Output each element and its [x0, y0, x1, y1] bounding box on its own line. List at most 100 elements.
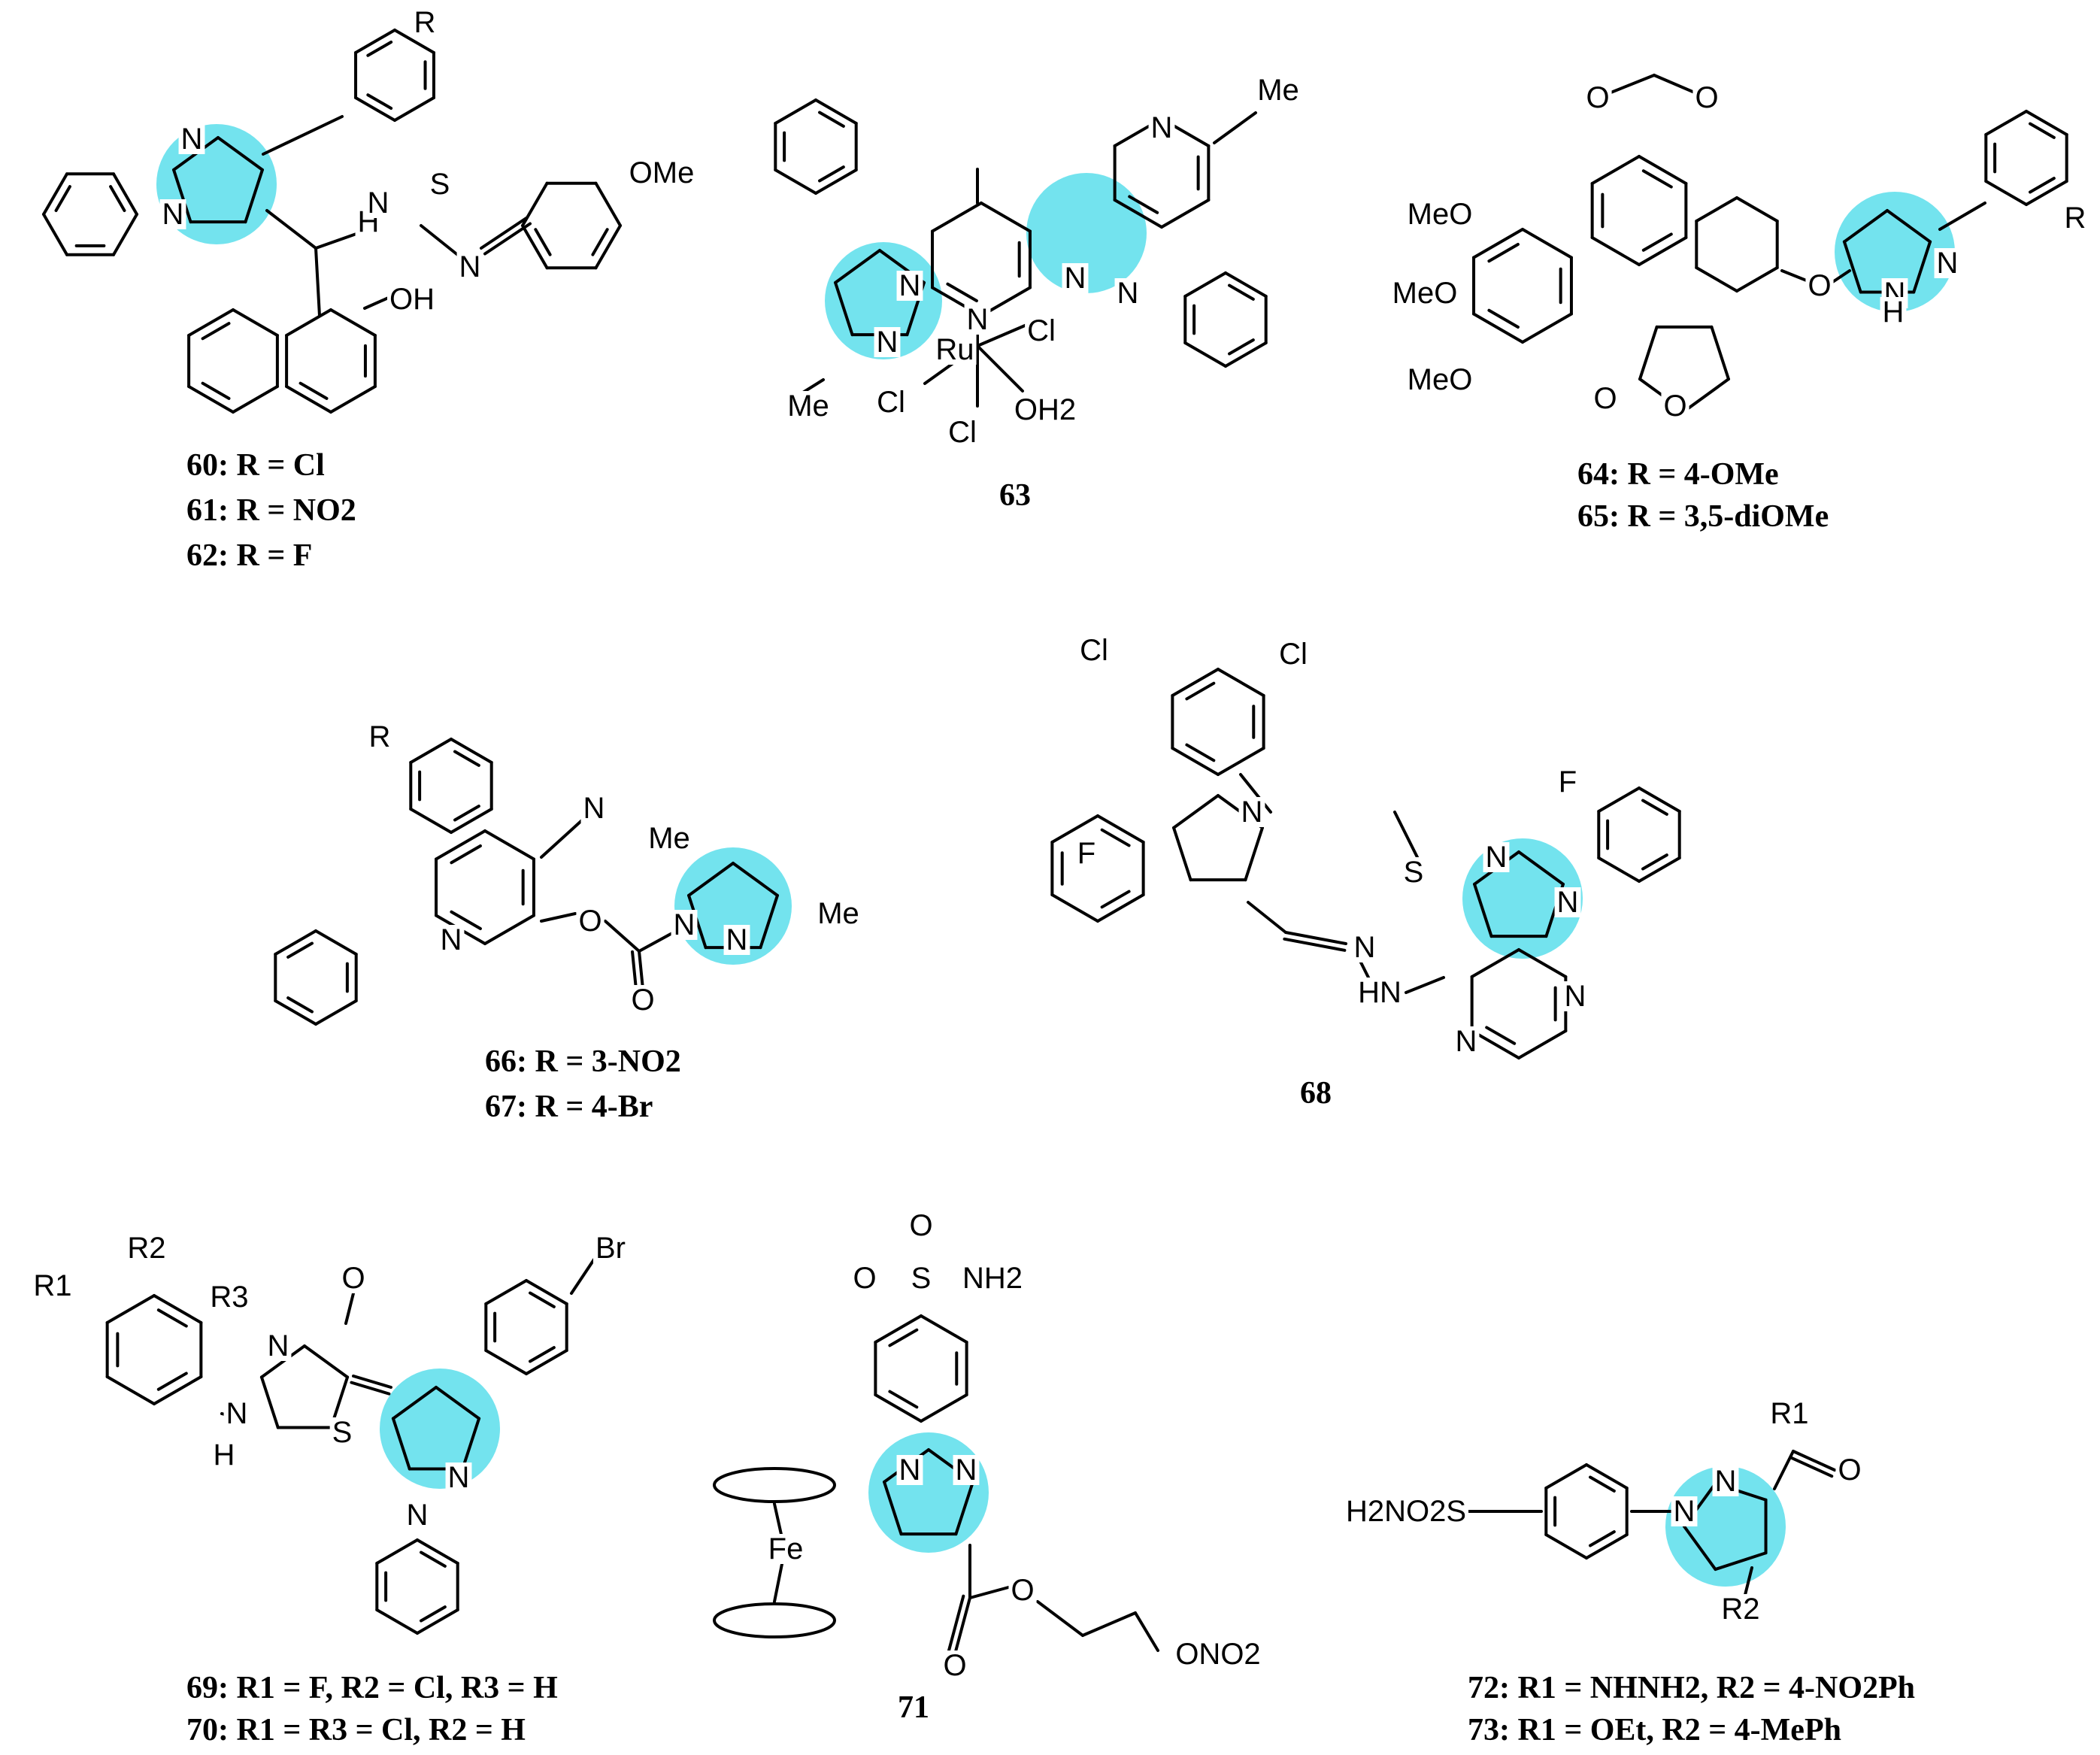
atom-label: NH2	[962, 1262, 1023, 1295]
bond	[1714, 1551, 1768, 1572]
label-background	[1062, 263, 1089, 293]
label-background	[1389, 278, 1460, 308]
caption-73: 73: R1 = OEt, R2 = 4-MePh	[1468, 1713, 1841, 1747]
atom-label: N	[162, 198, 184, 231]
bond	[1096, 893, 1145, 923]
bond	[450, 844, 482, 865]
label-background	[1483, 842, 1510, 872]
atom-label: R1	[33, 1269, 71, 1302]
atom-label: R	[2065, 202, 2086, 235]
bond	[1544, 1463, 1588, 1490]
bond	[201, 322, 231, 341]
caption-68: 68	[1300, 1076, 1332, 1111]
bond	[1683, 377, 1730, 413]
atom-label: N	[583, 792, 605, 825]
bond	[920, 1314, 968, 1344]
label-background	[1011, 395, 1079, 425]
bond	[420, 1550, 447, 1568]
pyrazole-highlight	[1835, 192, 1955, 312]
bond	[1743, 1566, 1753, 1599]
bond	[591, 228, 609, 256]
label-background	[953, 1455, 980, 1485]
label-background	[31, 1271, 74, 1301]
atom-label: N	[1151, 111, 1173, 144]
atom-label: N	[1674, 1495, 1695, 1528]
bond	[1050, 893, 1099, 923]
bond	[1185, 681, 1216, 701]
atom-label: N	[1117, 277, 1139, 310]
label-background	[265, 1331, 292, 1361]
label-background	[907, 1211, 935, 1241]
bond	[1171, 668, 1220, 697]
label-background	[1692, 83, 1721, 113]
label-background	[411, 8, 438, 38]
bond	[112, 172, 138, 216]
label-background	[2062, 203, 2089, 233]
bond	[1100, 890, 1131, 909]
atom-label: OH	[389, 283, 435, 316]
label-background	[1238, 797, 1265, 827]
bond	[352, 1375, 392, 1389]
bond	[435, 829, 486, 861]
label-background	[1114, 278, 1141, 308]
bond	[1160, 199, 1211, 229]
bond	[1183, 271, 1227, 298]
bond	[594, 224, 622, 270]
bond	[1393, 811, 1419, 859]
label-background	[626, 158, 697, 188]
atom-label: N	[441, 923, 462, 956]
label-background	[1008, 1575, 1037, 1605]
bond	[1695, 266, 1738, 292]
bond	[521, 181, 549, 227]
bond	[375, 1538, 419, 1565]
label-background	[941, 1650, 969, 1681]
bond	[814, 168, 858, 195]
atom-label: H	[214, 1438, 235, 1472]
bond	[105, 1375, 156, 1405]
label-background	[815, 899, 862, 929]
bond	[42, 172, 68, 216]
bond	[1789, 1456, 1834, 1478]
label-background	[629, 985, 657, 1015]
bond	[1641, 799, 1668, 816]
bond	[1638, 787, 1681, 813]
atom-label: Br	[595, 1232, 626, 1265]
label-background	[785, 391, 832, 421]
bond	[883, 1480, 903, 1536]
bond	[1134, 1611, 1159, 1652]
label-background	[1562, 981, 1589, 1011]
atom-label: N	[1486, 841, 1508, 874]
bond	[375, 1608, 419, 1635]
bond	[232, 385, 279, 414]
bond	[1984, 110, 2028, 136]
bond	[1485, 1026, 1517, 1045]
bond	[416, 1608, 459, 1635]
label-background	[1148, 113, 1175, 143]
caption-64: 64: R = 4-OMe	[1577, 457, 1779, 492]
bond	[265, 209, 317, 250]
caption-69: 69: R1 = F, R2 = Cl, R3 = H	[186, 1671, 558, 1705]
bond	[980, 202, 1032, 233]
bond	[109, 185, 126, 212]
atom-label: S	[1404, 856, 1424, 889]
label-background	[1173, 1639, 1263, 1669]
bond	[1590, 236, 1641, 266]
pyrazole-highlight	[380, 1369, 500, 1489]
bond	[1638, 856, 1681, 883]
bond	[314, 929, 358, 956]
bond	[391, 1386, 438, 1420]
bond	[2025, 180, 2068, 206]
atom-label: F	[1559, 765, 1577, 799]
bond	[540, 818, 584, 859]
bond	[2029, 177, 2056, 194]
bond	[1100, 828, 1131, 847]
bond	[420, 1605, 447, 1623]
bond	[1096, 814, 1145, 844]
atom-label: O	[341, 1262, 365, 1295]
bond	[112, 213, 138, 256]
atom-label: R1	[1770, 1397, 1808, 1430]
bond	[1517, 1029, 1568, 1059]
bond	[354, 96, 396, 122]
bond	[303, 1344, 350, 1379]
